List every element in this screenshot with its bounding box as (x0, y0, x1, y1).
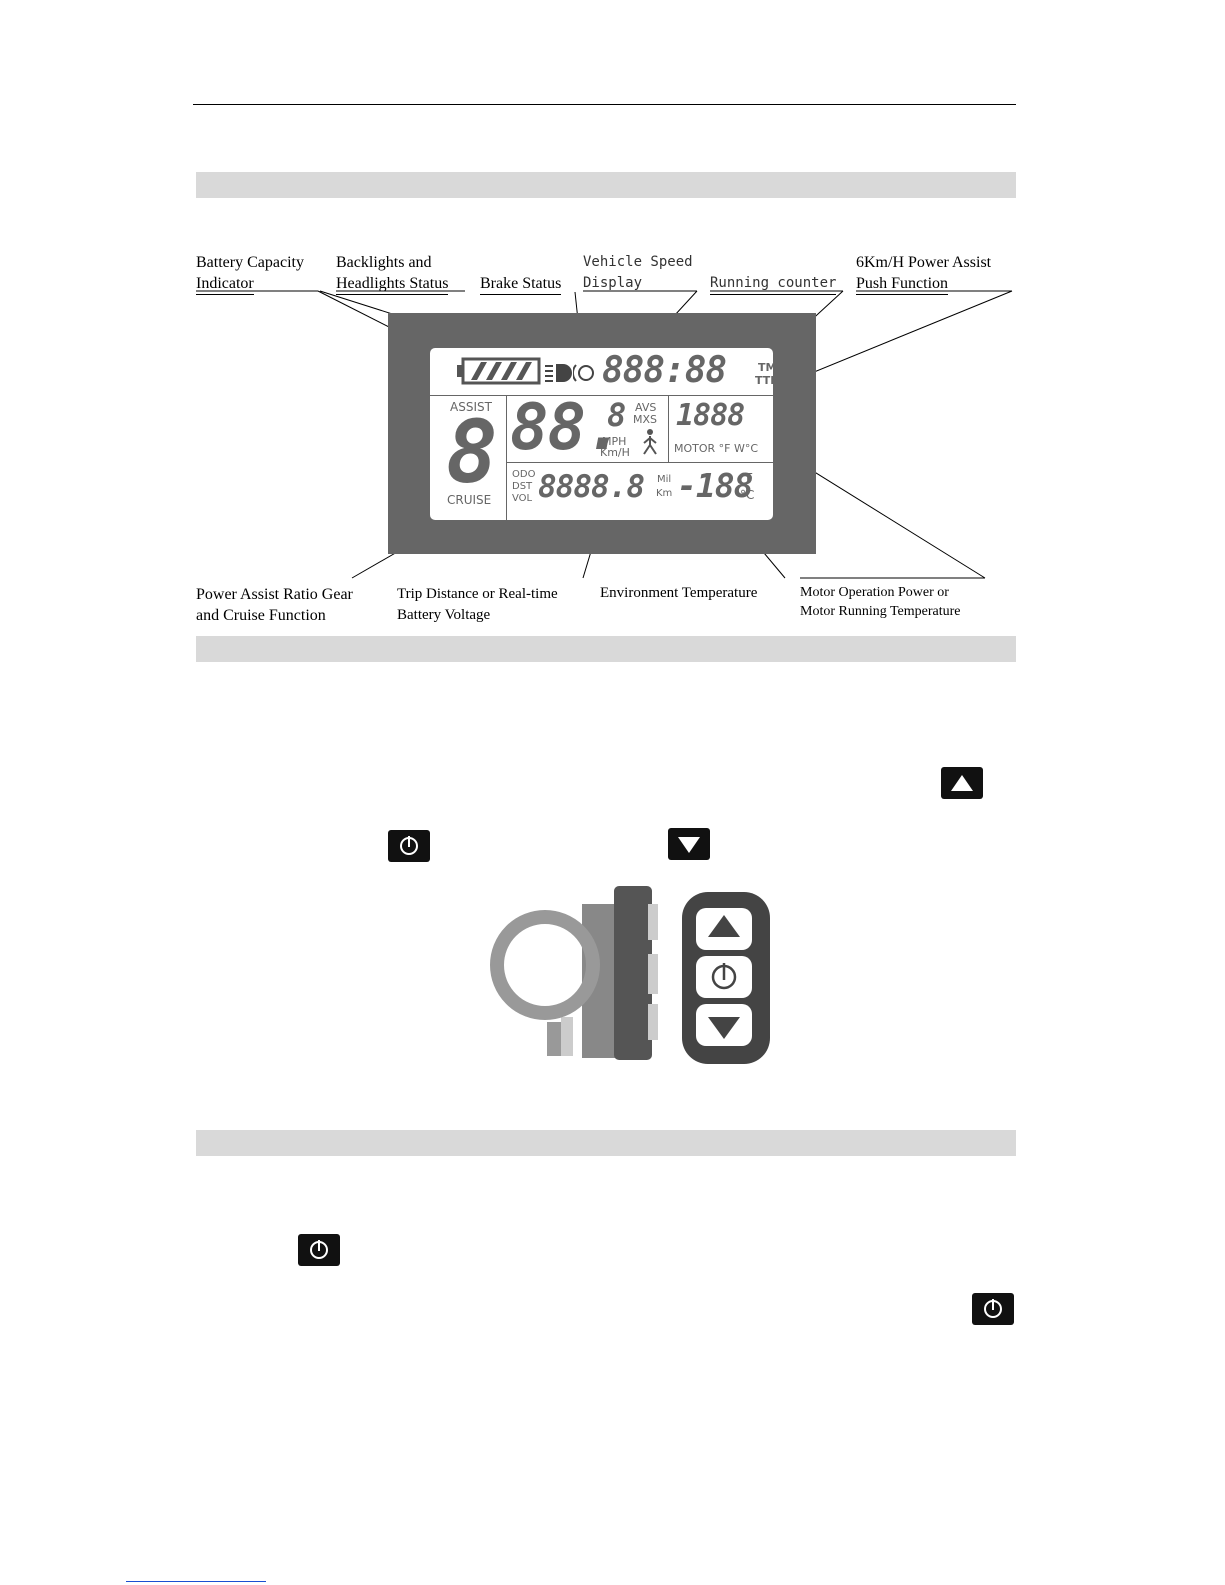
lcd-mil: Mil (657, 474, 672, 485)
brake-icon (573, 364, 594, 382)
power-button-icon (388, 830, 430, 862)
section-band-2 (196, 636, 1016, 662)
power-button-icon (298, 1234, 340, 1266)
lcd-divider-mid (506, 462, 773, 463)
lcd-dst: DST (512, 481, 533, 492)
lcd-assist-label: ASSIST (450, 400, 492, 414)
lcd-mph: MPH (602, 435, 627, 448)
lcd-env-temp: -188 (677, 466, 753, 505)
power-button-icon (972, 1293, 1014, 1325)
lcd-clock: 888:88 (602, 350, 727, 391)
lcd-avs: AVS (635, 401, 657, 414)
walk-assist-icon (643, 429, 657, 455)
callout-motor-power: Motor Operation Power or Motor Running T… (800, 585, 961, 619)
lcd-trip-value: 8888.8 (538, 469, 645, 505)
up-arrow-button-icon (941, 767, 983, 799)
lcd-speed: 88. (510, 391, 624, 465)
lcd-cruise-label: CRUISE (447, 493, 492, 507)
lcd-divider-left (506, 395, 507, 520)
callout-brake: Brake Status (480, 273, 562, 295)
lcd-tm: TM (758, 361, 777, 374)
callout-battery-capacity: Battery Capacity Indicator (196, 252, 304, 295)
section-band-1 (196, 172, 1016, 198)
down-arrow-button-icon (668, 828, 710, 860)
callout-running-counter: Running counter (710, 273, 837, 295)
lcd-vol: VOL (512, 493, 533, 504)
callout-assist-gear: Power Assist Ratio Gear and Cruise Funct… (196, 586, 353, 624)
lcd-screen (430, 348, 773, 520)
lcd-odo: ODO (512, 469, 536, 480)
lcd-km: Km (656, 488, 673, 499)
lcd-motor-units: MOTOR °F W°C (674, 442, 759, 455)
lcd-deg-f: °F (740, 471, 753, 485)
callout-trip-distance: Trip Distance or Real-time Battery Volta… (397, 586, 558, 623)
footer-link-underline (126, 1581, 266, 1582)
callout-environment-temperature: Environment Temperature (600, 585, 758, 601)
lcd-kmh: Km/H (600, 446, 630, 459)
header-rule (193, 104, 1016, 105)
callout-vehicle-speed: Vehicle Speed Display (583, 254, 693, 291)
headlight-icon (545, 364, 572, 382)
callout-power-assist-push: 6Km/H Power Assist Push Function (856, 252, 991, 295)
handlebar-controller-illustration (490, 886, 770, 1064)
lcd-assist-digit: 8 (446, 403, 498, 503)
lcd-divider-right (668, 395, 669, 462)
lcd-deg-c: °C (740, 488, 755, 502)
callout-backlights: Backlights and Headlights Status (336, 252, 449, 295)
lcd-mxs: MXS (633, 413, 658, 426)
lcd-ttm: TTM (755, 374, 782, 387)
lcd-divider-top (430, 395, 773, 396)
section-band-3 (196, 1130, 1016, 1156)
lcd-motor-value: 1888 (676, 398, 745, 433)
battery-icon (457, 357, 541, 385)
lcd-speed-small: 8 (607, 396, 626, 434)
